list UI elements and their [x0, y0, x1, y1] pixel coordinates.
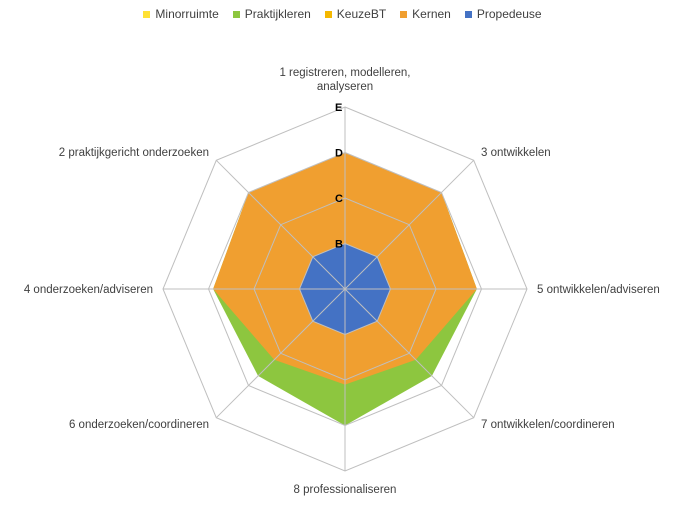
axis-label: 1 registreren, modelleren,analyseren [279, 67, 410, 93]
grid-spoke [215, 288, 346, 419]
legend-swatch [400, 10, 408, 18]
legend-swatch [143, 10, 151, 18]
axis-label: 3 ontwikkelen [481, 147, 551, 159]
legend-swatch [324, 10, 332, 18]
grid-spoke [344, 288, 475, 419]
grid-spoke [215, 159, 346, 290]
axis-label: 6 onderzoeken/coordineren [69, 419, 209, 431]
legend-swatch [464, 10, 472, 18]
legend-swatch [232, 10, 240, 18]
legend-label: Propedeuse [476, 7, 542, 21]
axis-label: 2 praktijkgericht onderzoeken [59, 147, 209, 159]
legend-label: Minorruimte [155, 7, 219, 21]
axis-label: 8 professionaliseren [294, 484, 397, 496]
legend-label: KeuzeBT [336, 7, 387, 21]
legend-label: Praktijkleren [244, 7, 311, 21]
tick-label: C [335, 193, 343, 205]
grid-spoke [344, 159, 475, 290]
legend-label: Kernen [412, 7, 451, 21]
axis-label: 4 onderzoeken/adviseren [24, 284, 153, 296]
legend-item: KeuzeBT [324, 7, 387, 21]
tick-label: E [335, 102, 342, 114]
legend-item: Kernen [400, 7, 451, 21]
tick-label: B [335, 239, 343, 251]
legend-item: Propedeuse [464, 7, 542, 21]
axis-label: 7 ontwikkelen/coordineren [481, 419, 615, 431]
legend: Minorruimte Praktijkleren KeuzeBT Kernen Pro… [0, 7, 685, 21]
legend-item: Praktijkleren [232, 7, 311, 21]
tick-label: D [335, 148, 343, 160]
axis-label: 5 ontwikkelen/adviseren [537, 284, 660, 296]
legend-item: Minorruimte [143, 7, 219, 21]
